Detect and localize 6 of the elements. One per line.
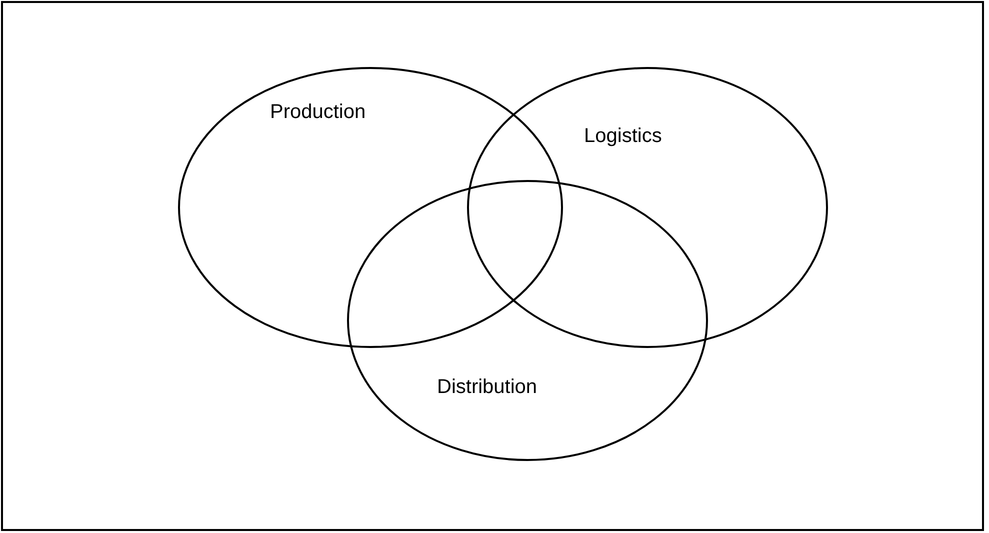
venn-ellipse <box>467 67 828 348</box>
venn-ellipse <box>178 67 563 348</box>
set-label: Distribution <box>437 377 538 397</box>
venn-ellipse <box>347 180 708 461</box>
set-label: Logistics <box>584 126 662 146</box>
set-label: Production <box>270 102 366 122</box>
